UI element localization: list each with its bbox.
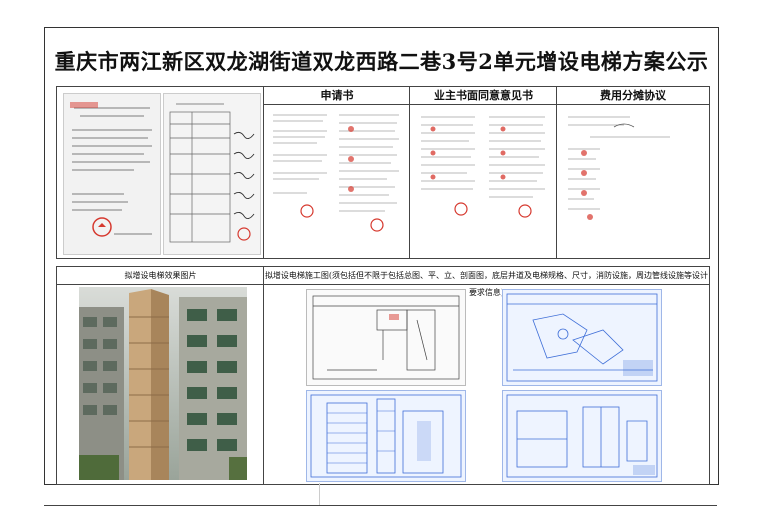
application-scan: [267, 107, 405, 253]
effect-photo-panel: 拟增设电梯效果图片: [56, 266, 265, 485]
stand-pole: [319, 483, 320, 505]
construction-drawing-header: 拟增设电梯施工图(须包括但不限于包括总图、平、立、剖面图，底层井道及电梯规格、尺…: [264, 267, 709, 297]
application-image: [273, 114, 399, 232]
approval-form-scan: [63, 93, 161, 255]
page-title: 重庆市两江新区双龙湖街道双龙西路二巷3号2单元增设电梯方案公示: [54, 49, 709, 74]
bottom-rule: [44, 505, 717, 506]
owner-consent-header: 业主书面同意意见书: [410, 87, 557, 105]
owner-consent-scan: [413, 107, 552, 253]
elevator-render-image: [79, 287, 247, 480]
application-panel: 申请书: [263, 86, 411, 259]
approval-form-image: [64, 94, 160, 254]
notice-board: 重庆市两江新区双龙湖街道双龙西路二巷3号2单元增设电梯方案公示: [44, 27, 719, 485]
cost-sharing-image: [568, 116, 670, 220]
elevation-image: [310, 394, 462, 478]
application-header: 申请书: [264, 87, 410, 105]
owner-consent-image: [421, 116, 545, 218]
effect-photo-header: 拟增设电梯效果图片: [57, 267, 264, 285]
floor-plan-image: [312, 295, 460, 380]
site-plan-drawing: [502, 289, 662, 386]
floor-plan-drawing: [306, 289, 466, 386]
scanned-forms-panel: [56, 86, 265, 259]
site-plan-image: [506, 293, 658, 382]
owner-consent-panel: 业主书面同意意见书: [409, 86, 558, 259]
cost-sharing-panel: 费用分摊协议: [556, 86, 710, 259]
info-table-image: [164, 94, 260, 254]
section-image: [506, 394, 658, 478]
cost-sharing-header: 费用分摊协议: [557, 87, 709, 105]
elevation-drawing: [306, 390, 466, 482]
section-drawing: [502, 390, 662, 482]
elevator-render-photo: [79, 287, 247, 480]
construction-drawing-panel: 拟增设电梯施工图(须包括但不限于包括总图、平、立、剖面图，底层井道及电梯规格、尺…: [263, 266, 710, 485]
info-table-scan: [163, 93, 261, 255]
cost-sharing-scan: [560, 107, 704, 253]
